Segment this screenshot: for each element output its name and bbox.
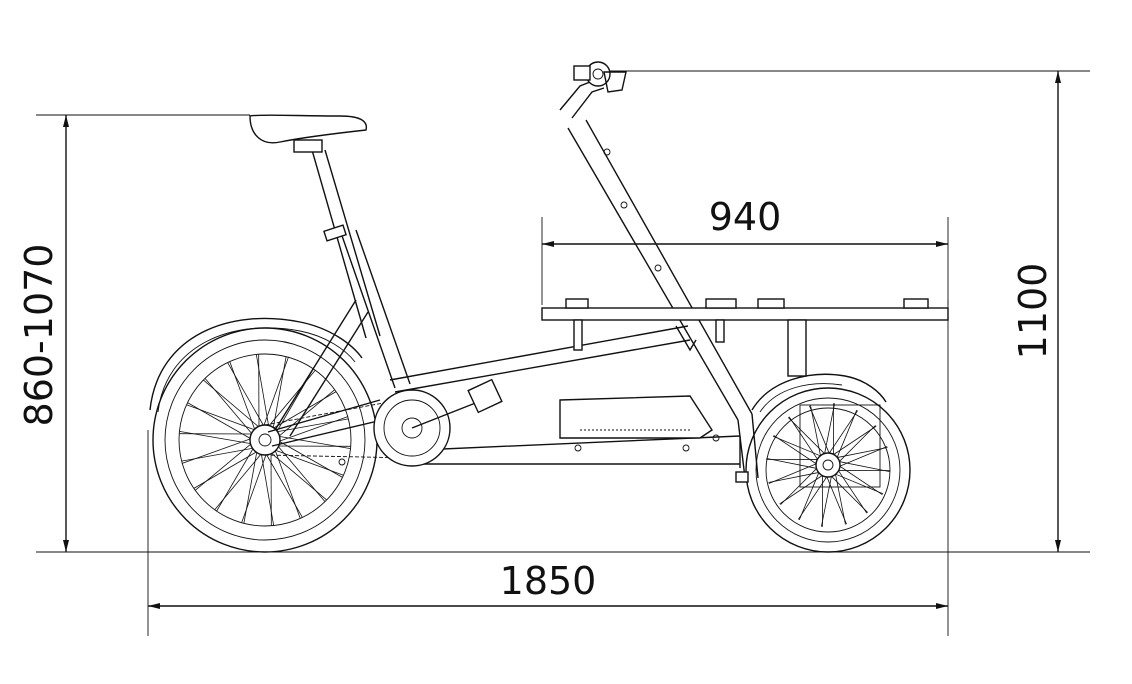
deck-support-front: [787, 319, 807, 377]
spoke: [831, 425, 877, 457]
spoke: [772, 435, 823, 458]
spoke: [766, 457, 819, 470]
overall-height-label: 1100: [1011, 263, 1055, 360]
seat-post: [311, 149, 381, 339]
deck-clips: [565, 298, 929, 309]
seat-stay: [274, 299, 369, 437]
spoke: [833, 472, 884, 495]
spoke: [837, 446, 888, 468]
steering-column: [567, 119, 753, 421]
saddle: [249, 114, 368, 144]
crank-arm: [411, 401, 479, 429]
front-spokes: [766, 403, 890, 527]
spoke: [243, 449, 258, 524]
spoke: [829, 474, 869, 513]
spoke: [780, 466, 819, 506]
spoke: [268, 450, 327, 501]
spoke: [227, 362, 266, 429]
rear-spokes: [179, 354, 351, 526]
rear-tire-inner: [164, 339, 366, 541]
front-wheel: [745, 373, 911, 553]
spoke: [798, 470, 821, 521]
spoke: [779, 473, 825, 505]
spoke: [823, 403, 836, 456]
rear-axle: [258, 433, 272, 447]
dimension-lines: 1850 940 1100 860-1070: [17, 70, 1090, 636]
front-hub: [815, 452, 841, 478]
spoke: [186, 404, 258, 432]
overall-length-label: 1850: [500, 559, 597, 603]
spoke: [182, 437, 254, 464]
spoke: [768, 471, 822, 483]
brake-lever: [603, 71, 627, 93]
spoke: [788, 416, 820, 462]
saddle-clamp: [293, 139, 323, 153]
spoke: [837, 464, 883, 496]
front-tire-inner: [755, 397, 901, 543]
spoke: [834, 447, 888, 459]
front-knuckle-box: [799, 404, 881, 488]
seat-tube: [339, 229, 411, 389]
steering: [559, 61, 759, 483]
spoke: [276, 389, 336, 439]
seat-height-label: 860-1070: [17, 244, 61, 427]
spoke: [827, 410, 859, 456]
pedal: [467, 378, 503, 414]
spoke: [255, 354, 270, 429]
deck-support-left: [573, 319, 583, 351]
rear-wheel: [149, 317, 378, 553]
spoke: [820, 474, 833, 527]
spoke: [836, 468, 868, 514]
rear-rim: [178, 353, 352, 527]
spoke: [276, 435, 351, 450]
frame: [249, 114, 741, 468]
main-tube: [389, 325, 691, 393]
spoke: [272, 356, 287, 431]
front-rim: [765, 407, 891, 533]
spoke: [179, 430, 254, 445]
spoke: [837, 460, 890, 473]
seat-clamp: [323, 224, 347, 242]
spoke: [810, 405, 822, 459]
spoke: [272, 448, 344, 476]
spoke: [797, 474, 829, 520]
frame-bolts: [338, 434, 720, 466]
spoke: [266, 369, 316, 429]
spoke: [787, 417, 827, 456]
cargo-deck: [541, 307, 949, 321]
spoke: [216, 445, 255, 512]
spoke: [809, 405, 831, 456]
front-fender: [751, 373, 887, 411]
spoke: [835, 409, 858, 460]
spoke: [773, 434, 819, 466]
spoke: [768, 462, 819, 484]
spoke: [203, 379, 262, 430]
spoke: [214, 451, 264, 511]
cargo-platform: [541, 298, 949, 377]
spoke: [264, 451, 303, 518]
battery: [559, 395, 713, 439]
chain-stay: [267, 399, 383, 447]
rear-fender: [149, 317, 363, 411]
spoke: [825, 474, 847, 525]
front-fork: [737, 413, 759, 479]
drivetrain: [264, 378, 713, 467]
spoke: [260, 451, 275, 526]
spoke: [194, 441, 254, 491]
spoke: [834, 471, 846, 525]
deck-support-mid: [715, 319, 725, 343]
platform-length-label: 940: [709, 195, 782, 239]
handlebar-end: [573, 65, 591, 81]
front-tire-outer: [745, 387, 911, 553]
spoke: [837, 424, 876, 464]
